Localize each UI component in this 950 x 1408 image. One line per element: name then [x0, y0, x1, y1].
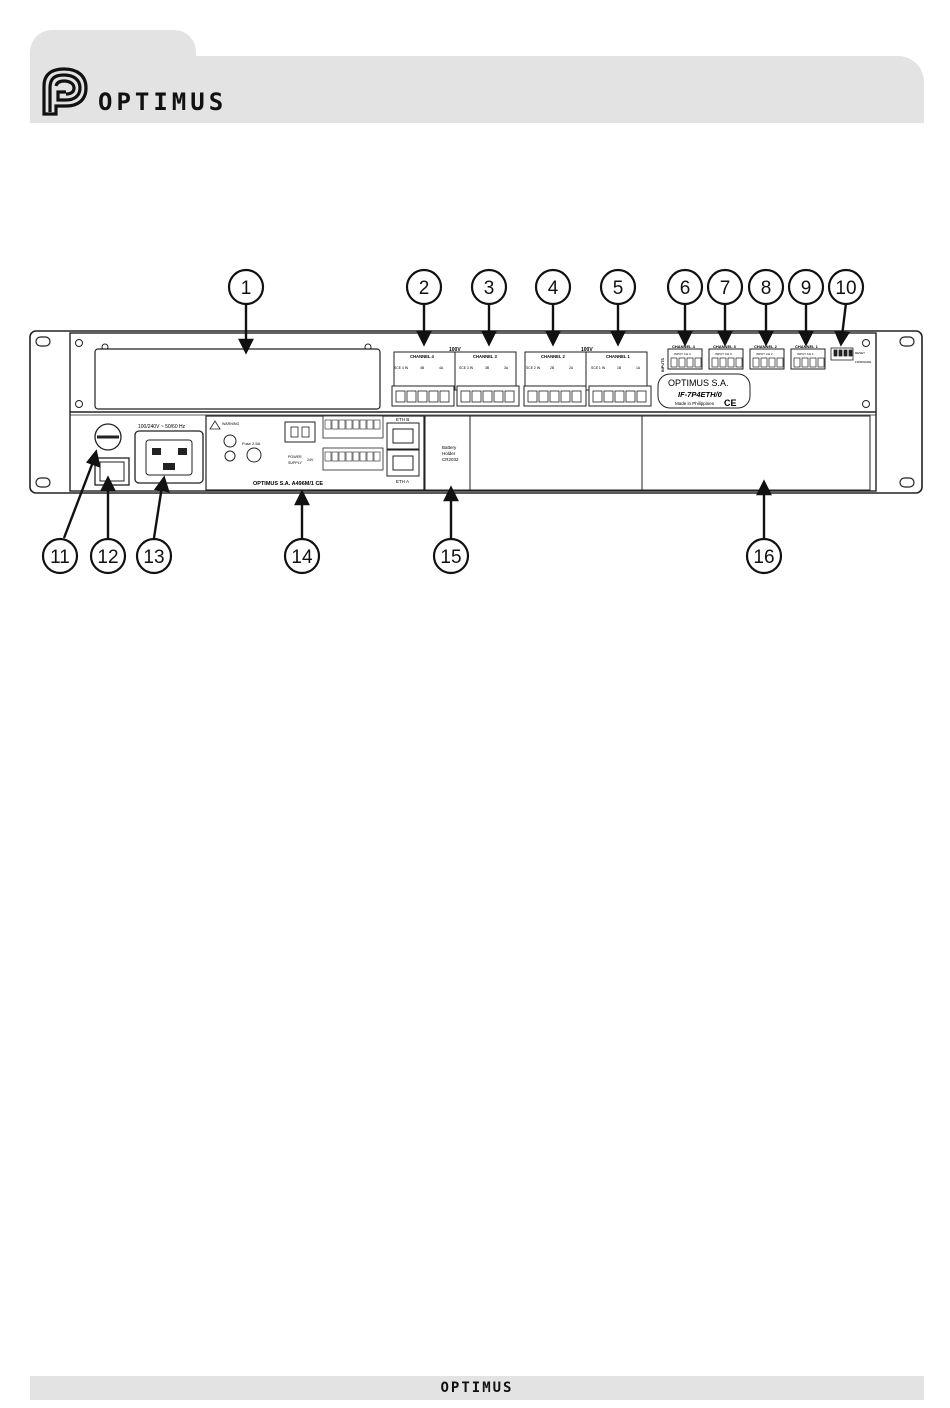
module-fuse: [246, 447, 262, 463]
callout-circles: [41, 268, 865, 575]
blank-slot-plate: [94, 348, 381, 410]
input-channel-1: CHANNEL 1: [795, 344, 819, 349]
callout-arrows: [62, 302, 851, 539]
expansion-slot-b: [641, 415, 871, 491]
input-sub-3: INPUT CH 3: [715, 352, 732, 356]
callout-15: 15: [440, 547, 461, 568]
sce-4-in: SCE 4 IN: [394, 366, 409, 370]
label-100v-a: 100V: [449, 347, 461, 353]
callout-12: 12: [97, 547, 118, 568]
sce-1-in: SCE 1 IN: [591, 366, 606, 370]
expansion-slot-a: [469, 415, 655, 491]
footer-brand: OPTIMUS: [440, 1380, 514, 1396]
term-3b: 3B: [485, 366, 490, 370]
battery-label-1: Battery: [442, 445, 457, 450]
input-terminal-screws: [670, 357, 825, 368]
term-1b: 1B: [617, 366, 622, 370]
rack-slots: [35, 336, 915, 488]
input-channel-2: CHANNEL 2: [754, 344, 778, 349]
ethernet-ports: [386, 422, 420, 477]
callout-11: 11: [50, 547, 70, 568]
callout-10: 10: [835, 278, 856, 299]
header-bar: [30, 56, 924, 123]
output-channel-1: CHANNEL 1: [606, 354, 631, 359]
term-3a: 3A: [504, 366, 509, 370]
input-sub-1: INPUT CH 1: [797, 352, 814, 356]
term-2b: 2B: [550, 366, 555, 370]
input-sub-2: INPUT CH 2: [756, 352, 773, 356]
supply-label: SUPPLY: [288, 461, 303, 465]
callout-1: 1: [241, 278, 252, 299]
inputs-label: INPUTS: [661, 358, 665, 372]
label-100v-b: 100V: [581, 347, 593, 353]
sce-2-in: SCE 2 IN: [526, 366, 541, 370]
sce-3-in: SCE 3 IN: [459, 366, 474, 370]
callout-14: 14: [291, 547, 313, 568]
callout-4: 4: [548, 278, 559, 299]
supply-voltage: 24V: [307, 458, 314, 462]
term-4a: 4A: [439, 366, 444, 370]
power-label: POWER: [288, 455, 302, 459]
power-supply-terminal: [284, 421, 316, 443]
plate-brand: OPTIMUS S.A.: [668, 378, 729, 388]
footer-bar: OPTIMUS: [30, 1376, 924, 1400]
warning-label: WARNING: [222, 422, 239, 426]
battery-label-2: Holder: [442, 451, 456, 456]
plate-made-in: Made in Philippines: [675, 401, 715, 406]
reset-label: RESET: [855, 351, 865, 355]
dip-switch: [830, 347, 854, 361]
output-channel-2: CHANNEL 2: [541, 354, 566, 359]
term-4b: 4B: [420, 366, 425, 370]
callout-3: 3: [484, 278, 495, 299]
speaker-output-block-34: [391, 351, 520, 407]
callout-6: 6: [680, 278, 691, 299]
plate-ce: CE: [724, 398, 737, 408]
module-brand-line: OPTIMUS S.A. A496M/1 CE: [253, 481, 323, 487]
callout-8: 8: [761, 278, 772, 299]
battery-bay: [424, 415, 471, 491]
input-sub-4: INPUT CH 4: [674, 352, 691, 356]
firmware-label: FIRMWARE: [855, 360, 871, 364]
optimus-logo: [42, 67, 88, 116]
callout-5: 5: [613, 278, 624, 299]
mains-voltage: 100/240V ~ 50/60 Hz: [138, 424, 186, 430]
module-fuse-label: Fuse 2.5A: [242, 441, 261, 446]
input-channel-3: CHANNEL 3: [713, 344, 737, 349]
plate-model: IF-7P4ETH/0: [678, 390, 723, 399]
term-1a: 1A: [636, 366, 641, 370]
terminal-screws: [395, 390, 647, 403]
model-label-plate: [657, 373, 751, 409]
output-channel-3: CHANNEL 3: [473, 354, 498, 359]
term-2a: 2A: [569, 366, 574, 370]
battery-label-3: CR2032: [442, 457, 459, 462]
eth-a-label: ETH A: [396, 479, 409, 484]
eth-b-label: ETH B: [396, 417, 409, 422]
output-channel-4: CHANNEL 4: [410, 354, 435, 359]
callout-9: 9: [801, 278, 812, 299]
callout-7: 7: [720, 278, 731, 299]
callout-16: 16: [753, 547, 774, 568]
input-channel-4: CHANNEL 4: [672, 344, 696, 349]
optimus-logo-mark: [42, 67, 88, 116]
header-brand: OPTIMUS: [98, 88, 228, 116]
callout-2: 2: [419, 278, 430, 299]
callout-13: 13: [143, 547, 164, 568]
